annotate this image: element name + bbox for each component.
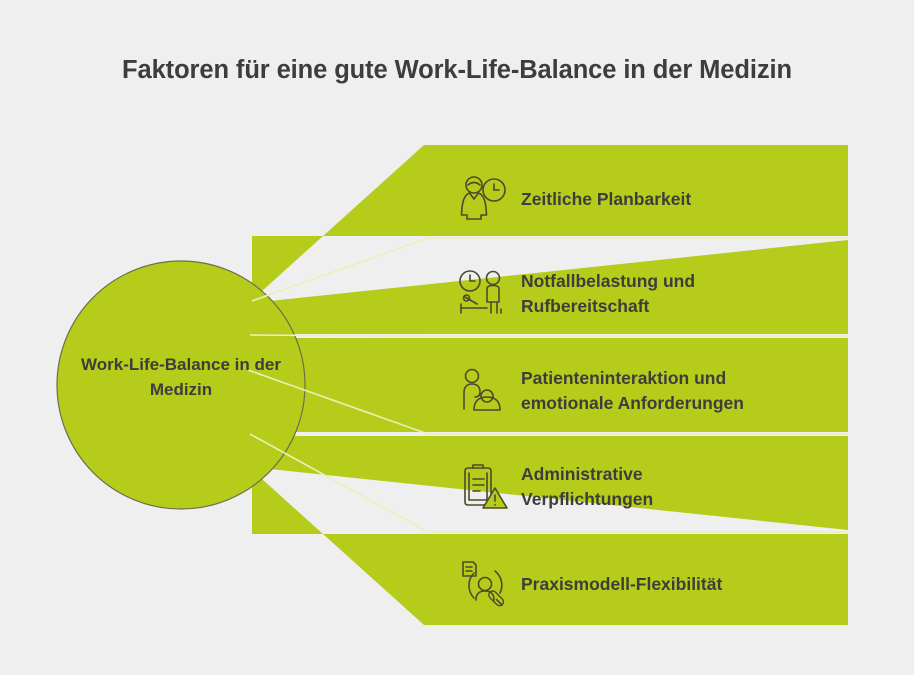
factor-row-praxismodell[interactable]: Praxismodell-Flexibilität (455, 541, 855, 627)
factor-label: Administrative Verpflichtungen (521, 464, 654, 509)
band-administrative[interactable] (250, 436, 848, 530)
band-notfallbelastung[interactable] (250, 240, 848, 334)
two-people-care-icon (455, 363, 511, 419)
factor-row-zeitliche-planbarkeit[interactable]: Zeitliche Planbarkeit (455, 156, 855, 242)
clock-patient-bed-icon (455, 266, 511, 322)
page-title: Faktoren für eine gute Work-Life-Balance… (122, 56, 792, 84)
factor-label: Praxismodell-Flexibilität (521, 573, 723, 594)
band-dividers (247, 237, 848, 533)
factor-label: Zeitliche Planbarkeit (521, 188, 692, 209)
doctor-clock-icon (455, 171, 511, 227)
band-patienteninteraktion[interactable] (248, 338, 848, 432)
clipboard-warning-icon (455, 459, 511, 515)
factor-label: Patienteninteraktion und emotionale Anfo… (521, 368, 744, 413)
factor-row-notfallbelastung[interactable]: Notfallbelastung und Rufbereitschaft (455, 251, 855, 337)
band-praxismodell[interactable] (252, 470, 848, 625)
factor-row-administrative[interactable]: Administrative Verpflichtungen (455, 444, 855, 530)
document-person-pill-icon (455, 556, 511, 612)
factor-row-patienteninteraktion[interactable]: Patienteninteraktion und emotionale Anfo… (455, 348, 855, 434)
factor-label: Notfallbelastung und Rufbereitschaft (521, 271, 696, 316)
hub-circle[interactable] (56, 260, 306, 510)
band-zeitliche-planbarkeit[interactable] (252, 145, 848, 300)
